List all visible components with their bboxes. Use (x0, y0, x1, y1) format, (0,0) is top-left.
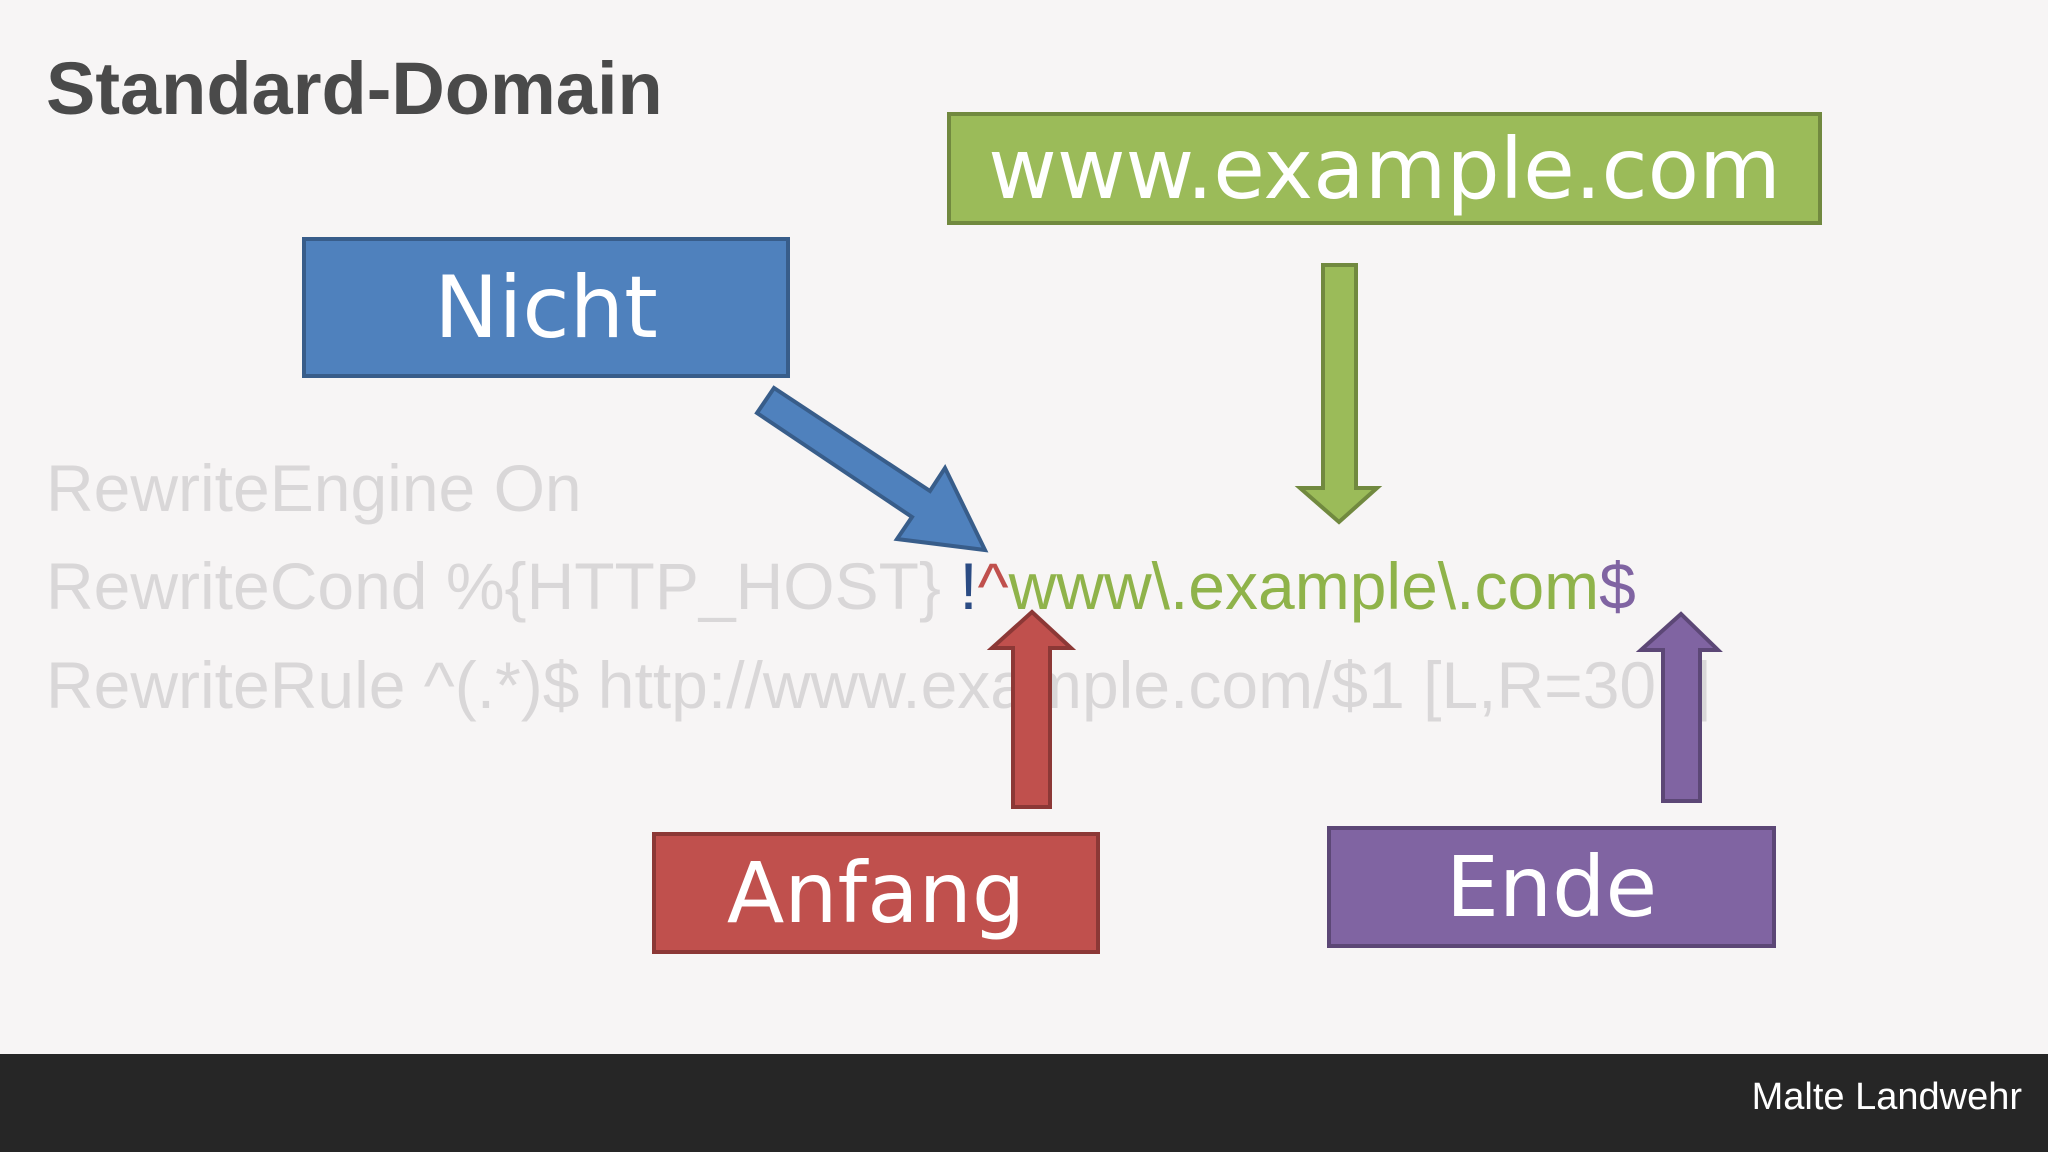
code-cond-prefix: RewriteCond %{HTTP_HOST} (46, 549, 960, 623)
nicht-label-box: Nicht (302, 237, 790, 378)
ende-label: Ende (1445, 838, 1658, 936)
code-not-operator: ! (959, 549, 978, 623)
code-line-rewrite-engine: RewriteEngine On (46, 451, 582, 525)
ende-arrow-icon (1635, 611, 1723, 803)
nicht-label: Nicht (434, 257, 658, 358)
ende-label-box: Ende (1327, 826, 1776, 948)
domain-arrow-icon (1294, 263, 1383, 525)
footer-bar: Malte Landwehr (0, 1054, 2048, 1152)
domain-label-box: www.example.com (947, 112, 1822, 225)
domain-label: www.example.com (988, 119, 1781, 218)
slide-title: Standard-Domain (46, 47, 663, 130)
code-end-anchor: $ (1599, 549, 1636, 623)
nicht-arrow-icon (754, 385, 989, 553)
anfang-label-box: Anfang (652, 832, 1100, 954)
author-name: Malte Landwehr (1751, 1076, 2022, 1118)
code-domain-pattern: www\.example\.com (1008, 549, 1600, 623)
code-line-rewrite-cond: RewriteCond %{HTTP_HOST} !^www\.example\… (46, 553, 1636, 619)
code-line-rewrite-rule: RewriteRule ^(.*)$ http://www.example.co… (46, 648, 1712, 722)
code-start-anchor: ^ (977, 549, 1009, 623)
anfang-label: Anfang (726, 844, 1026, 942)
anfang-arrow-icon (986, 609, 1077, 809)
